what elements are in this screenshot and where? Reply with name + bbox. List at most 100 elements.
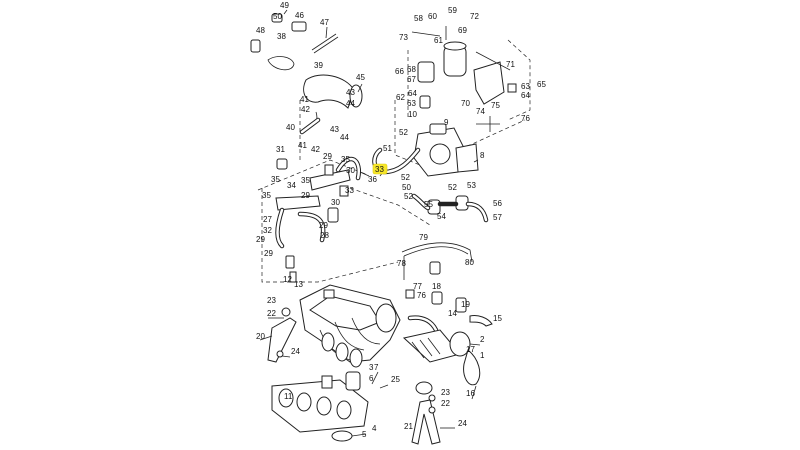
callout-label-l5: 5	[362, 430, 367, 439]
callout-label-l60: 60	[428, 12, 437, 21]
callout-label-l41a: 41	[300, 95, 309, 104]
callout-label-l3: 3	[369, 363, 374, 372]
callout-label-l55: 55	[424, 200, 433, 209]
callout-label-l24a: 24	[291, 347, 300, 356]
callout-label-l52a: 52	[399, 128, 408, 137]
callout-label-l66: 66	[395, 67, 404, 76]
callout-label-l51: 51	[383, 144, 392, 153]
callout-label-l8: 8	[480, 151, 485, 160]
callout-label-l19: 19	[461, 300, 470, 309]
callout-label-l6: 6	[369, 374, 374, 383]
callout-label-l62: 62	[396, 93, 405, 102]
callout-label-l61: 61	[434, 36, 443, 45]
callout-label-l52d: 52	[448, 183, 457, 192]
callout-label-l44a: 44	[346, 99, 355, 108]
callout-label-l15: 15	[493, 314, 502, 323]
callout-label-l30b: 30	[331, 198, 340, 207]
callout-label-l80: 80	[465, 258, 474, 267]
callout-label-l46: 46	[295, 11, 304, 20]
callout-label-l73: 73	[399, 33, 408, 42]
callout-label-l58: 58	[414, 14, 423, 23]
callout-label-l7: 7	[374, 363, 379, 372]
callout-label-l23b: 23	[441, 388, 450, 397]
callout-label-l64: 64	[408, 89, 417, 98]
callout-label-l40: 40	[286, 123, 295, 132]
callout-label-l29d: 29	[256, 235, 265, 244]
callout-label-l63a: 63	[407, 99, 416, 108]
callout-label-l2: 2	[480, 335, 485, 344]
callout-label-l79: 79	[419, 233, 428, 242]
callout-label-l28: 28	[320, 231, 329, 240]
callout-label-l78: 78	[397, 259, 406, 268]
callout-label-l65: 65	[537, 80, 546, 89]
callout-label-l1: 1	[480, 351, 485, 360]
callout-label-l27: 27	[263, 215, 272, 224]
callout-label-l69: 69	[458, 26, 467, 35]
callout-label-l43b: 43	[330, 125, 339, 134]
callout-label-l67: 67	[407, 75, 416, 84]
callout-label-l16: 16	[466, 389, 475, 398]
callout-label-l4: 4	[372, 424, 377, 433]
callout-label-l33b: 33	[345, 186, 354, 195]
callout-label-l64b: 64	[521, 91, 530, 100]
callout-label-l47: 47	[320, 18, 329, 27]
callout-label-l70: 70	[461, 99, 470, 108]
callout-label-l42a: 42	[301, 105, 310, 114]
callout-label-l42b: 42	[311, 145, 320, 154]
callout-label-l38: 38	[277, 32, 286, 41]
callout-label-l59: 59	[448, 6, 457, 15]
callout-label-l23a: 23	[267, 296, 276, 305]
callout-label-l13: 13	[294, 280, 303, 289]
callout-label-l31: 31	[276, 145, 285, 154]
lower-bracket	[411, 381, 441, 445]
air-intake-assembly	[402, 289, 493, 386]
callout-label-l63b: 63	[521, 82, 530, 91]
callout-label-l10: 10	[408, 110, 417, 119]
callout-label-l35a: 35	[341, 155, 350, 164]
callout-label-l48: 48	[256, 26, 265, 35]
callout-label-l76: 76	[521, 114, 530, 123]
callout-label-l21: 21	[404, 422, 413, 431]
callout-label-l24b: 24	[458, 419, 467, 428]
callout-label-l45: 45	[356, 73, 365, 82]
callout-label-l11: 11	[284, 392, 293, 401]
callout-label-l9: 9	[444, 118, 449, 127]
callout-label-l14: 14	[448, 309, 457, 318]
callout-label-l33: 33	[375, 165, 384, 174]
callout-label-l29c: 29	[319, 221, 328, 230]
callout-label-l75: 75	[491, 101, 500, 110]
air-duct	[299, 74, 363, 135]
callout-label-l29a: 29	[323, 152, 332, 161]
wiring-harness	[401, 242, 473, 280]
callout-label-l49: 49	[280, 1, 289, 10]
callout-label-l22b: 22	[441, 399, 450, 408]
callout-label-l36: 36	[368, 175, 377, 184]
callout-label-l32: 32	[263, 226, 272, 235]
callout-label-l57: 57	[493, 213, 502, 222]
callout-label-l53: 53	[467, 181, 476, 190]
callout-label-l22a: 22	[267, 309, 276, 318]
valve-group	[411, 193, 489, 223]
callout-label-l72: 72	[470, 12, 479, 21]
callout-label-l35c: 35	[301, 176, 310, 185]
callout-label-l50b: 50	[402, 183, 411, 192]
callout-label-l25: 25	[391, 375, 400, 384]
callout-label-l76b: 76	[417, 291, 426, 300]
callout-label-l29b: 29	[301, 191, 310, 200]
callout-label-l50: 50	[273, 12, 282, 21]
callout-label-l18: 18	[432, 282, 441, 291]
callout-label-l39: 39	[314, 61, 323, 70]
callout-label-l56: 56	[493, 199, 502, 208]
intake-manifold	[299, 284, 401, 368]
support-rod	[267, 307, 297, 363]
callout-label-l34: 34	[287, 181, 296, 190]
callout-label-l52b: 52	[401, 173, 410, 182]
leader-lines	[259, 9, 481, 437]
callout-label-l44b: 44	[340, 133, 349, 142]
fuel-pressure-group	[411, 26, 517, 109]
callout-label-l43a: 43	[346, 88, 355, 97]
callout-label-l35d: 35	[262, 191, 271, 200]
throttle-body	[372, 116, 500, 177]
